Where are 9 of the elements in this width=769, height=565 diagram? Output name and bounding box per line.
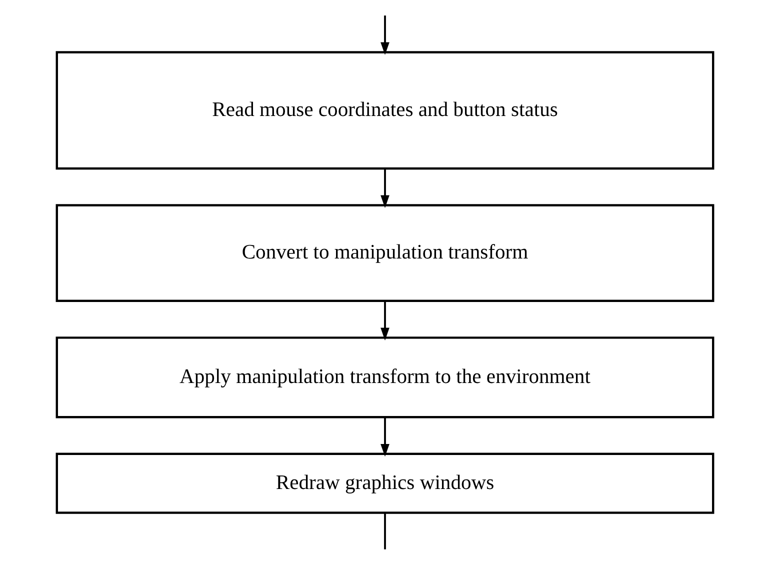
arrow — [380, 301, 389, 340]
connector — [384, 513, 386, 550]
arrow — [380, 417, 389, 457]
node-box: Read mouse coordinates and button status — [55, 51, 714, 170]
node-box: Convert to manipulation transform — [55, 204, 714, 302]
node-box: Apply manipulation transform to the environment — [55, 336, 714, 418]
arrow — [380, 168, 389, 208]
arrow — [380, 16, 389, 55]
node-box: Redraw graphics windows — [55, 452, 714, 514]
